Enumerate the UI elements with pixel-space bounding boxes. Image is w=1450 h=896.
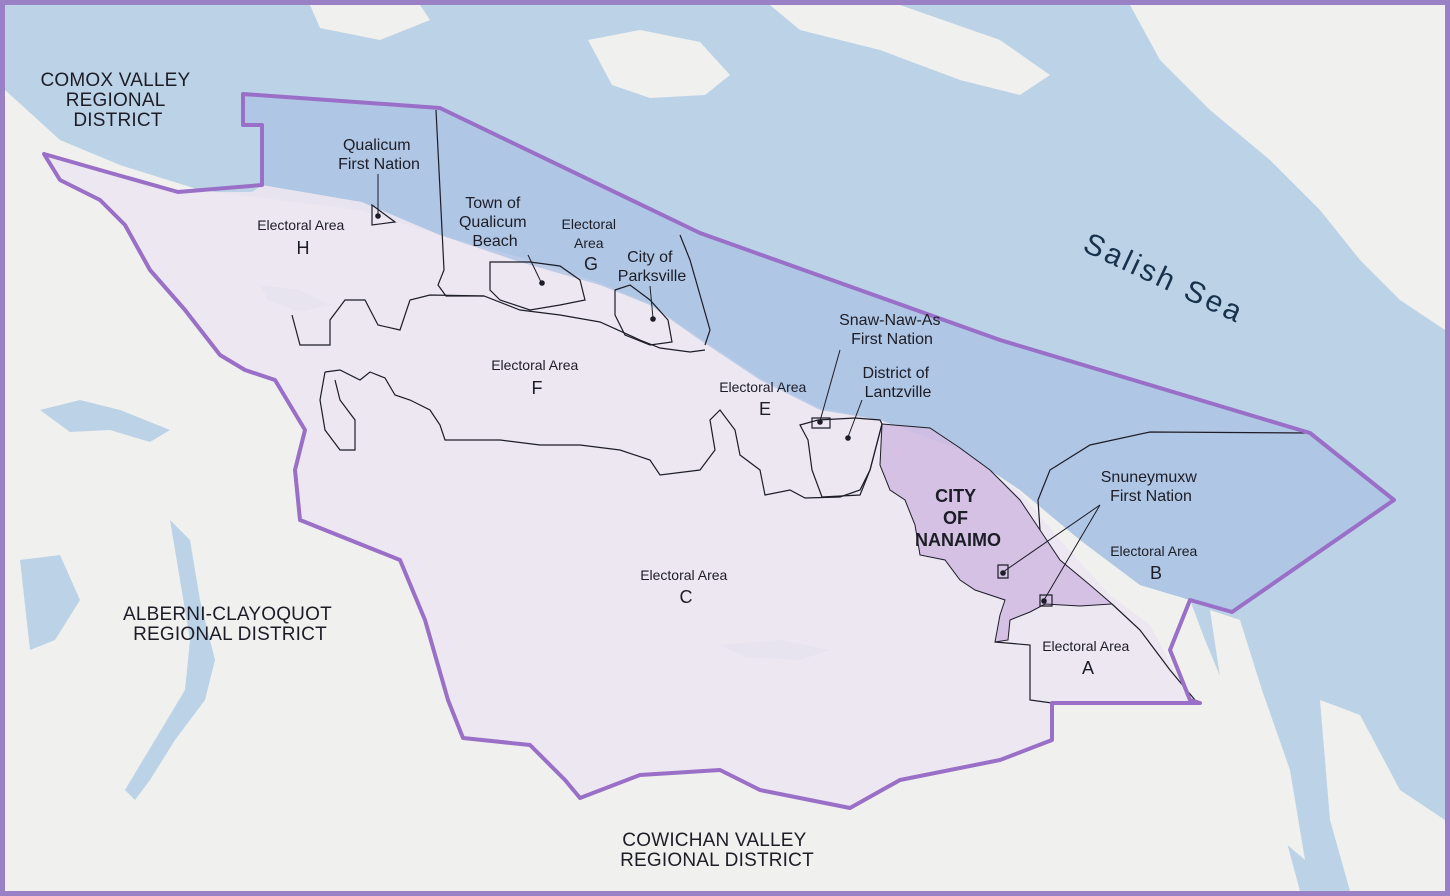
comox-valley-label: COMOX VALLEY REGIONAL DISTRICT — [40, 70, 195, 131]
alberni-inlet-water — [125, 520, 215, 800]
dot-snuneymuxw-2 — [1041, 598, 1047, 604]
city-of-parksville-label[interactable]: City of Parksville — [618, 249, 687, 285]
boundary-f-north — [291, 294, 706, 353]
sproat-lake-water — [40, 400, 170, 442]
dot-snaw-naw-as — [817, 419, 823, 425]
dot-lantzville — [845, 435, 851, 441]
dot-parksville — [650, 316, 656, 322]
regional-district-map[interactable]: Salish Sea COMOX VALLEY REGIONAL DISTRIC… — [5, 5, 1445, 891]
regional-district-land — [44, 154, 1200, 808]
city-of-nanaimo-area — [879, 423, 1114, 643]
leader-lines — [377, 174, 1101, 601]
lasqueti-island-land — [588, 30, 730, 98]
snuneymuxw-first-nation-label[interactable]: Snuneymuxw First Nation — [1101, 469, 1202, 505]
dot-snuneymuxw-1 — [1000, 570, 1006, 576]
leader-parksville — [649, 285, 654, 319]
boundary-snuneymuxw-reserve — [1039, 594, 1053, 607]
boundary-f-south — [324, 369, 883, 499]
boundary-f-west — [319, 371, 356, 451]
electoral-area-b-label[interactable]: Electoral Area B — [1110, 543, 1202, 583]
texada-island-land — [770, 5, 1050, 95]
electoral-area-c-label[interactable]: Electoral Area C — [640, 567, 732, 607]
electoral-area-f-label[interactable]: Electoral Area F — [491, 357, 583, 398]
electoral-area-h-label[interactable]: Electoral Area H — [257, 217, 349, 258]
leader-lantzville — [847, 399, 863, 438]
leader-qualicum-beach — [527, 254, 542, 283]
location-dots — [375, 213, 1047, 604]
boundary-parksville — [614, 284, 673, 346]
boundary-g-e — [679, 234, 711, 346]
dot-qualicum-fn — [375, 213, 381, 219]
cowichan-valley-label: COWICHAN VALLEY REGIONAL DISTRICT — [620, 830, 814, 871]
electoral-area-e-label[interactable]: Electoral Area E — [719, 379, 811, 419]
boundary-qualicum-beach — [489, 261, 586, 311]
western-lake-water — [20, 555, 80, 650]
qualicum-first-nation-label[interactable]: Qualicum First Nation — [338, 137, 420, 173]
boundary-snuneymuxw-reserve-2 — [997, 564, 1009, 579]
leader-snuneymuxw-2 — [1043, 504, 1101, 601]
electoral-area-a-label[interactable]: Electoral Area A — [1042, 638, 1134, 678]
boundary-qualicum-fn — [371, 203, 397, 226]
snaw-naw-as-first-nation-label[interactable]: Snaw-Naw-As First Nation — [839, 312, 945, 348]
alberni-clayoquot-label: ALBERNI-CLAYOQUOT REGIONAL DISTRICT — [123, 604, 337, 645]
boundary-e-lantzville — [799, 417, 883, 498]
southern-islands-land — [1320, 700, 1445, 891]
dot-qualicum-beach — [539, 280, 545, 286]
town-of-qualicum-beach-label[interactable]: Town of Qualicum Beach — [459, 195, 531, 250]
leader-snuneymuxw-1 — [1002, 504, 1101, 573]
leader-snaw-naw-as — [819, 349, 841, 422]
sunshine-coast-land — [1130, 5, 1445, 330]
regional-district-water — [243, 94, 1394, 612]
district-of-lantzville-label[interactable]: District of Lantzville — [862, 365, 933, 401]
boundary-area-a — [994, 641, 1053, 704]
gabriola-island-land — [1210, 610, 1305, 860]
boundary-area-b-water — [1037, 431, 1311, 531]
regional-district-boundary — [42, 92, 1396, 810]
internal-boundaries — [291, 109, 1311, 704]
boundary-snaw-naw-as — [811, 417, 831, 429]
electoral-area-g-label[interactable]: Electoral Area G — [562, 216, 621, 274]
city-of-nanaimo-label[interactable]: CITY OF NANAIMO — [915, 486, 1001, 550]
north-island-land — [310, 5, 430, 40]
